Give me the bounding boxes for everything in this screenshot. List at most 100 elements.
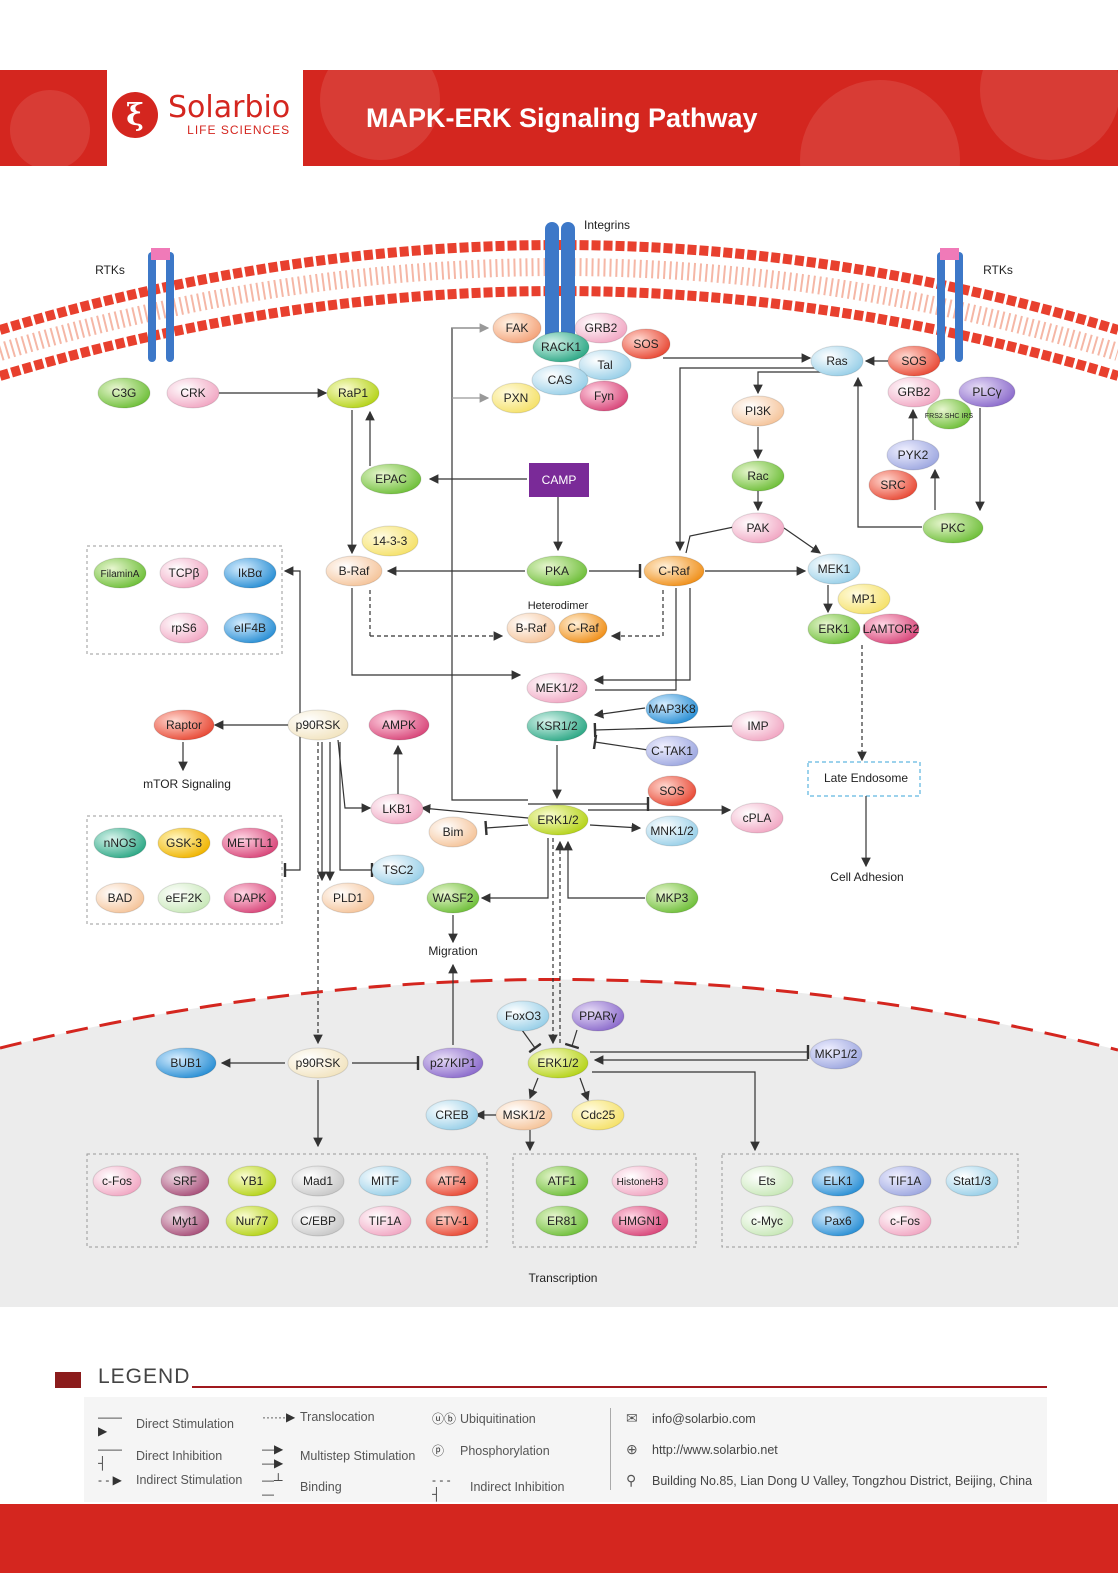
- node-nnos-label: nNOS: [104, 836, 137, 850]
- node-pkc-shape: [922, 512, 984, 544]
- legend-multistep-stimulation: —▶—▶Multistep Stimulation: [262, 1442, 416, 1470]
- node-eef2k-shape: [157, 882, 211, 914]
- node-mkp3-shape: [645, 882, 699, 914]
- contact-address: ⚲Building No.85, Lian Dong U Valley, Ton…: [626, 1472, 1033, 1488]
- integrin-receptor: [545, 222, 575, 342]
- node-ampk: AMPK: [368, 709, 430, 741]
- contact-website[interactable]: ⊕http://www.solarbio.net: [626, 1441, 778, 1457]
- node-ppary-label: PPARγ: [579, 1009, 617, 1023]
- node-pka-shape: [526, 555, 588, 587]
- node-er81-shape: [535, 1205, 589, 1237]
- logo-icon: ξ: [112, 92, 158, 138]
- footer-bar: [0, 1504, 1118, 1573]
- node-crk: CRK: [166, 377, 220, 409]
- node-cdc25: Cdc25: [571, 1099, 625, 1131]
- node-mettl1: METTL1: [221, 827, 279, 859]
- node-sosc: SOS: [647, 775, 697, 807]
- node-epac: EPAC: [360, 463, 422, 495]
- migration-label: Migration: [428, 944, 477, 958]
- legend-indirect-stimulation: - - ▶Indirect Stimulation: [98, 1473, 243, 1487]
- node-mek12-label: MEK1/2: [536, 681, 579, 695]
- globe-icon: ⊕: [626, 1441, 638, 1457]
- node-erk12-label: ERK1/2: [537, 813, 579, 827]
- legend-indirect-inhibition: - - - ┤Indirect Inhibition: [432, 1473, 565, 1501]
- node-elk1: ELK1: [811, 1165, 865, 1197]
- node-mkp3-label: MKP3: [656, 891, 689, 905]
- mail-icon: ✉: [626, 1410, 638, 1426]
- node-mkp12-label: MKP1/2: [815, 1047, 858, 1061]
- node-hbraf-shape: [506, 612, 556, 644]
- node-bad-shape: [95, 882, 145, 914]
- node-etv1-label: ETV-1: [435, 1214, 469, 1228]
- node-atf1-shape: [535, 1165, 589, 1197]
- node-pka-label: PKA: [545, 564, 569, 578]
- node-yb1-label: YB1: [241, 1174, 264, 1188]
- node-src-label: SRC: [880, 478, 906, 492]
- node-imp: IMP: [731, 710, 785, 742]
- node-hcraf-label: C-Raf: [567, 621, 599, 635]
- node-rap1-shape: [326, 377, 380, 409]
- node-rps6-label: rpS6: [171, 621, 197, 635]
- node-pxn-shape: [491, 382, 541, 414]
- node-cmyc-shape: [740, 1205, 794, 1237]
- page-title: MAPK-ERK Signaling Pathway: [366, 103, 758, 133]
- node-creb-label: CREB: [435, 1108, 468, 1122]
- node-grb2b: GRB2: [887, 376, 941, 408]
- node-mek12: MEK1/2: [526, 672, 588, 704]
- node-dapk-label: DAPK: [234, 891, 267, 905]
- node-rac: Rac: [731, 460, 785, 492]
- node-tal-label: Tal: [597, 358, 612, 372]
- node-er81: ER81: [535, 1205, 589, 1237]
- node-ras-label: Ras: [826, 354, 847, 368]
- node-hcraf: C-Raf: [558, 612, 608, 644]
- node-pyk2-shape: [886, 439, 940, 471]
- node-erk12: ERK1/2: [527, 804, 589, 836]
- node-cdc25-shape: [571, 1099, 625, 1131]
- node-b1433: 14-3-3: [361, 525, 419, 557]
- node-bub1: BUB1: [155, 1047, 217, 1079]
- node-plcy-label: PLCγ: [972, 385, 1001, 399]
- node-gsk3-shape: [157, 827, 211, 859]
- node-pxn: PXN: [491, 382, 541, 414]
- node-tif1a2-shape: [878, 1165, 932, 1197]
- mtor-signaling-label: mTOR Signaling: [143, 777, 231, 791]
- node-mnk12-label: MNK1/2: [650, 824, 694, 838]
- node-pxn-label: PXN: [504, 391, 529, 405]
- node-pi3k: PI3K: [731, 395, 785, 427]
- node-braf-label: B-Raf: [339, 564, 370, 578]
- node-sosa: SOS: [621, 328, 671, 360]
- node-erk12-shape: [527, 804, 589, 836]
- node-ets: Ets: [740, 1165, 794, 1197]
- node-mitf-shape: [358, 1165, 412, 1197]
- node-filamina-label: FilaminA: [101, 569, 140, 580]
- node-grb2a-label: GRB2: [585, 321, 618, 335]
- node-foxo3: FoxO3: [496, 1000, 550, 1032]
- node-erk12n: ERK1/2: [527, 1047, 589, 1079]
- legend-translocation: ······▶Translocation: [262, 1410, 375, 1424]
- contact-email[interactable]: ✉info@solarbio.com: [626, 1410, 756, 1426]
- node-bim-shape: [428, 816, 478, 848]
- node-cfos1-shape: [92, 1165, 142, 1197]
- node-sosb-shape: [887, 345, 941, 377]
- node-mkp3: MKP3: [645, 882, 699, 914]
- node-craf-label: C-Raf: [658, 564, 690, 578]
- rtk-left-receptor: [148, 248, 174, 362]
- node-erk1-shape: [807, 613, 861, 645]
- node-etv1-shape: [425, 1205, 479, 1237]
- node-ksr12: KSR1/2: [526, 710, 588, 742]
- node-nnos-shape: [93, 827, 147, 859]
- node-fak-shape: [492, 312, 542, 344]
- node-foxo3-label: FoxO3: [505, 1009, 541, 1023]
- node-ikba-shape: [223, 557, 277, 589]
- node-mek1: MEK1: [807, 553, 861, 585]
- node-cdc25-label: Cdc25: [581, 1108, 616, 1122]
- node-atf4: ATF4: [425, 1165, 479, 1197]
- node-sosa-label: SOS: [633, 337, 658, 351]
- node-p90rsk: p90RSK: [287, 709, 349, 741]
- transcription-group-erk: [721, 1153, 1019, 1248]
- legend-divider: [192, 1386, 1047, 1388]
- legend-direct-inhibition: ——┤Direct Inhibition: [98, 1442, 223, 1470]
- rsk-substrate-group-2: [86, 815, 283, 925]
- node-rack1-shape: [532, 331, 590, 363]
- node-p27kip1: p27KIP1: [422, 1047, 484, 1079]
